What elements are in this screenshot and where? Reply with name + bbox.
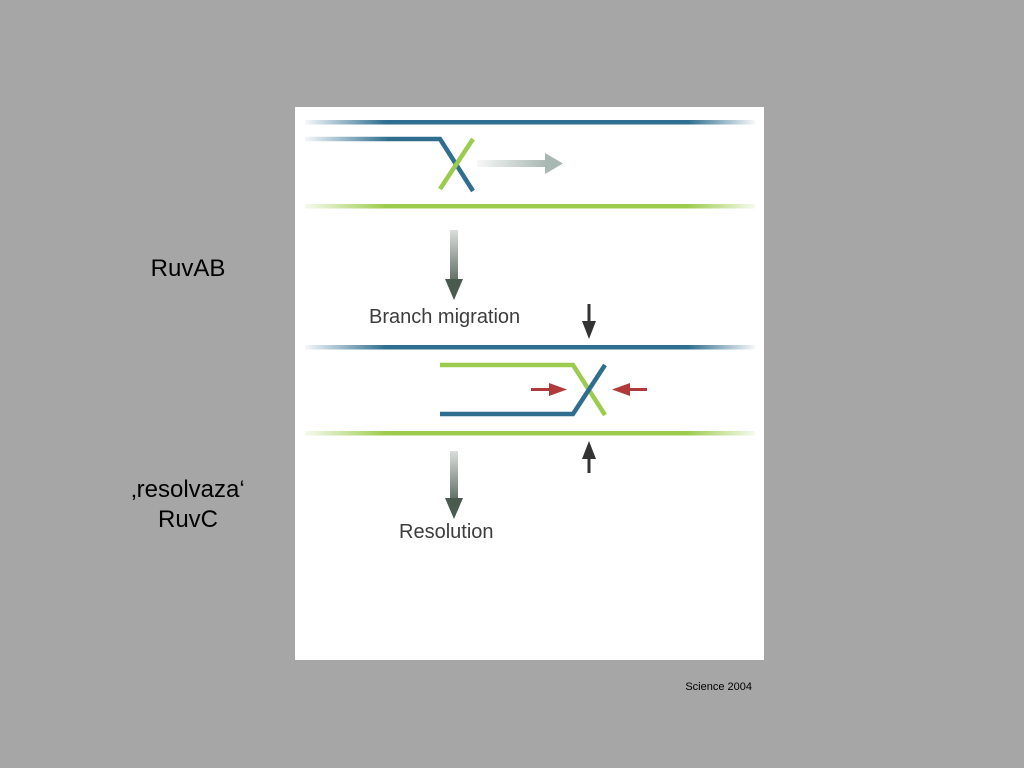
migration-direction-arrow [477,153,563,174]
blue-strand-crossing-left [305,136,475,193]
diagram-canvas [305,120,755,654]
down-arrow-1 [445,230,463,300]
green-crossover [438,137,475,191]
stage-holliday-junction [305,120,755,209]
resolvaza-label: ‚resolvaza‘ [131,476,245,503]
resolution-label: Resolution [399,521,494,543]
red-arrow-left [531,383,567,396]
citation-text: Science 2004 [685,681,752,693]
red-arrow-right [612,383,647,396]
green-duplex-bottom-strand [305,204,755,209]
branch-migration-label: Branch migration [369,306,521,328]
blue-duplex-top-strand-2 [305,345,755,350]
green-heteroduplex-top [440,362,607,417]
blue-heteroduplex-bottom [440,363,607,417]
green-duplex-bottom-strand-2 [305,431,755,436]
blue-duplex-top-strand [305,120,755,125]
stage-resolution [305,563,755,654]
down-arrow-2 [445,451,463,519]
cut-arrow-bottom [582,441,596,473]
cut-arrow-top [582,304,596,339]
ruvc-label: RuvC [157,506,218,533]
holliday-junction-figure: Branch migration Resolution [295,107,764,660]
ruvab-label: RuvAB [150,255,226,282]
stage-branch-migration [305,304,755,473]
